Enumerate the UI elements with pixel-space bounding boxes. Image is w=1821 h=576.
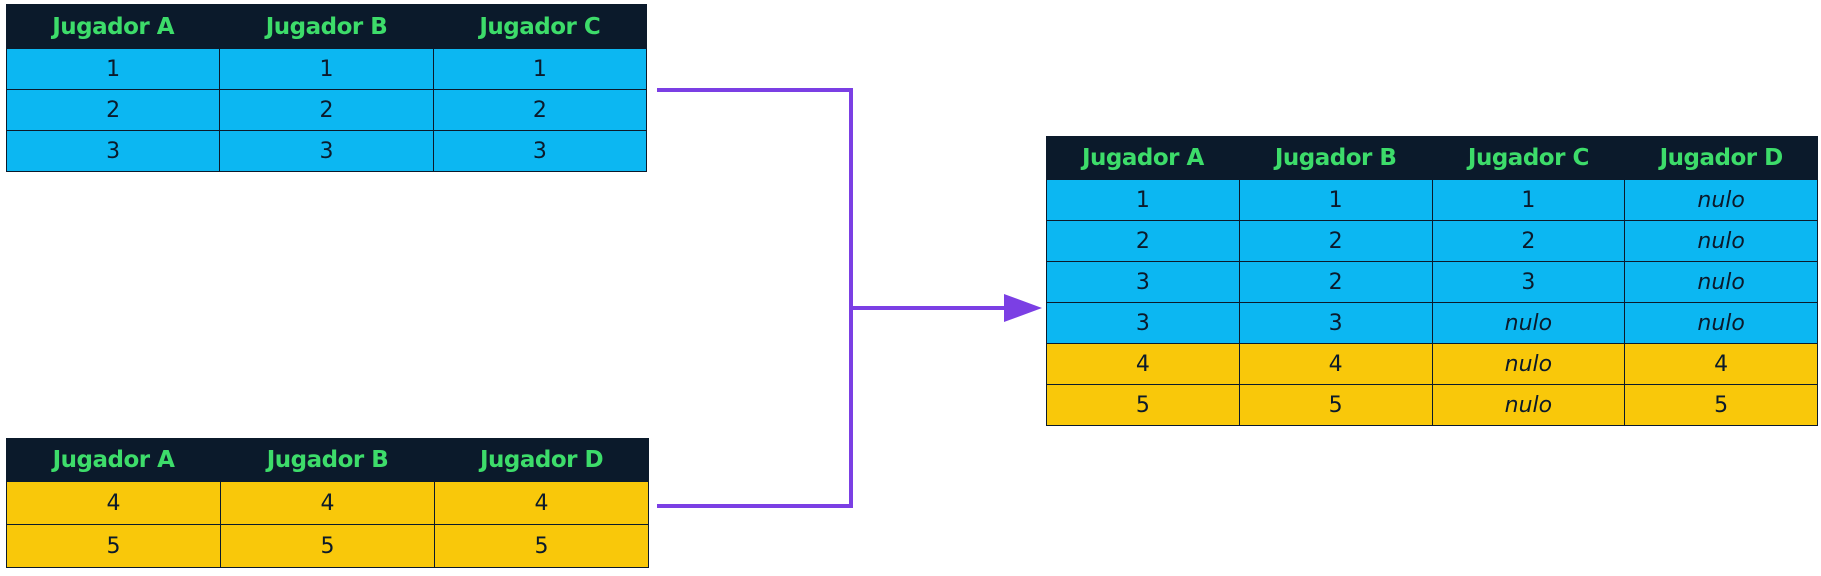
table-cell: 3 bbox=[1431, 261, 1626, 303]
table-cell: 2 bbox=[1238, 220, 1433, 262]
table-cell: nulo bbox=[1431, 343, 1626, 385]
table-row: 2 2 2 nulo bbox=[1046, 220, 1818, 262]
table-cell: 3 bbox=[432, 130, 648, 172]
table-cell: 1 bbox=[5, 48, 221, 90]
table-row: 4 4 nulo 4 bbox=[1046, 343, 1818, 385]
table-cell: 4 bbox=[6, 481, 221, 525]
table-cell: 1 bbox=[1238, 179, 1433, 221]
column-header: Jugador A bbox=[1046, 136, 1240, 180]
table-cell: 1 bbox=[219, 48, 434, 90]
table-cell: 3 bbox=[219, 130, 434, 172]
source-table-top: Jugador A Jugador B Jugador C 1 1 1 2 2 … bbox=[5, 4, 648, 172]
column-header: Jugador A bbox=[6, 438, 221, 482]
table-cell: nulo bbox=[1431, 302, 1626, 344]
table-cell: nulo bbox=[1431, 384, 1626, 426]
table-row: 4 4 4 bbox=[6, 481, 649, 525]
table-cell: 5 bbox=[1624, 384, 1818, 426]
column-header: Jugador C bbox=[1431, 136, 1626, 180]
table-cell: 5 bbox=[434, 524, 649, 568]
table-header-row: Jugador A Jugador B Jugador D bbox=[6, 438, 649, 482]
column-header: Jugador A bbox=[5, 4, 221, 49]
column-header: Jugador D bbox=[434, 438, 649, 482]
table-row: 5 5 5 bbox=[6, 524, 649, 568]
table-cell: 3 bbox=[5, 130, 221, 172]
column-header: Jugador B bbox=[219, 4, 434, 49]
table-cell: 4 bbox=[1046, 343, 1240, 385]
table-cell: nulo bbox=[1624, 220, 1818, 262]
table-cell: 4 bbox=[434, 481, 649, 525]
table-cell: 5 bbox=[1238, 384, 1433, 426]
column-header: Jugador C bbox=[432, 4, 648, 49]
table-row: 3 3 3 bbox=[5, 130, 648, 172]
table-cell: 1 bbox=[1431, 179, 1626, 221]
table-row: 3 2 3 nulo bbox=[1046, 261, 1818, 303]
table-cell: 2 bbox=[1431, 220, 1626, 262]
table-cell: 4 bbox=[1624, 343, 1818, 385]
table-cell: 4 bbox=[220, 481, 435, 525]
table-cell: 4 bbox=[1238, 343, 1433, 385]
table-row: 1 1 1 bbox=[5, 48, 648, 90]
table-cell: 5 bbox=[220, 524, 435, 568]
table-cell: 2 bbox=[1238, 261, 1433, 303]
table-cell: 1 bbox=[432, 48, 648, 90]
table-cell: nulo bbox=[1624, 302, 1818, 344]
result-table: Jugador A Jugador B Jugador C Jugador D … bbox=[1046, 136, 1818, 426]
arrow-head-icon bbox=[1004, 294, 1042, 322]
table-row: 3 3 nulo nulo bbox=[1046, 302, 1818, 344]
table-row: 5 5 nulo 5 bbox=[1046, 384, 1818, 426]
connector-line bbox=[657, 88, 853, 508]
table-cell: 2 bbox=[1046, 220, 1240, 262]
column-header: Jugador D bbox=[1624, 136, 1818, 180]
source-table-bottom: Jugador A Jugador B Jugador D 4 4 4 5 5 … bbox=[6, 438, 649, 568]
table-cell: 1 bbox=[1046, 179, 1240, 221]
table-row: 2 2 2 bbox=[5, 89, 648, 131]
table-cell: 3 bbox=[1046, 302, 1240, 344]
column-header: Jugador B bbox=[1238, 136, 1433, 180]
table-cell: 3 bbox=[1046, 261, 1240, 303]
column-header: Jugador B bbox=[220, 438, 435, 482]
table-cell: 3 bbox=[1238, 302, 1433, 344]
table-header-row: Jugador A Jugador B Jugador C Jugador D bbox=[1046, 136, 1818, 180]
table-cell: nulo bbox=[1624, 179, 1818, 221]
table-cell: 2 bbox=[432, 89, 648, 131]
table-cell: 2 bbox=[219, 89, 434, 131]
table-header-row: Jugador A Jugador B Jugador C bbox=[5, 4, 648, 49]
table-cell: 2 bbox=[5, 89, 221, 131]
table-cell: 5 bbox=[6, 524, 221, 568]
table-row: 1 1 1 nulo bbox=[1046, 179, 1818, 221]
table-cell: 5 bbox=[1046, 384, 1240, 426]
table-cell: nulo bbox=[1624, 261, 1818, 303]
